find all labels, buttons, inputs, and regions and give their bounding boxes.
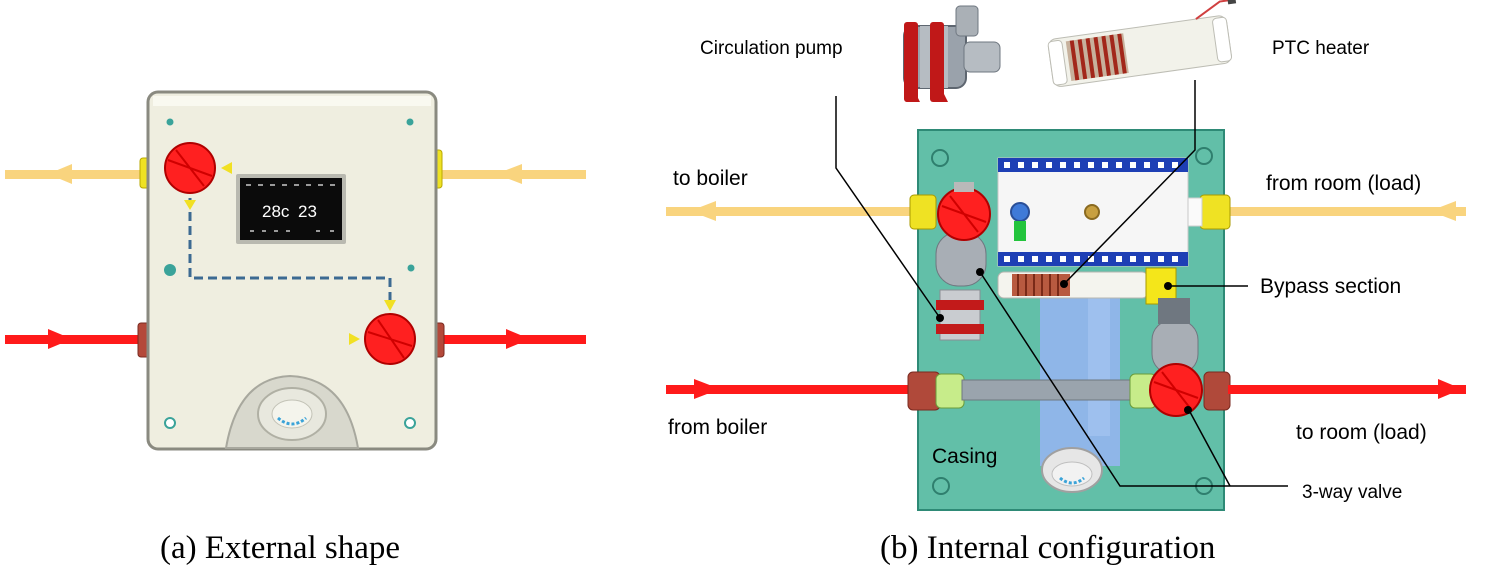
supply-pipe-right bbox=[431, 322, 586, 358]
label-three-way-valve: 3-way valve bbox=[1302, 482, 1402, 503]
label-to-room: to room (load) bbox=[1296, 421, 1427, 444]
label-from-boiler: from boiler bbox=[668, 416, 767, 439]
controller-board bbox=[997, 157, 1189, 267]
three-way-valve-installed bbox=[1149, 298, 1203, 417]
panel-a-external-shape: 28c 23 (a) External shape bbox=[5, 90, 586, 566]
ptc-heater-component bbox=[1047, 0, 1237, 87]
control-display: 28c 23 bbox=[236, 174, 346, 244]
circulation-pump-installed bbox=[935, 182, 991, 341]
casing-label: Casing bbox=[932, 445, 997, 468]
circulation-pump-component bbox=[903, 5, 1001, 102]
supply-pipe-from-boiler bbox=[666, 371, 965, 411]
bottom-handle bbox=[224, 374, 360, 449]
leader-lines bbox=[835, 80, 1288, 487]
supply-pipe-left bbox=[5, 322, 151, 358]
return-pipe-left bbox=[5, 157, 151, 189]
label-ptc-heater: PTC heater bbox=[1272, 38, 1370, 59]
label-bypass-section: Bypass section bbox=[1260, 275, 1401, 298]
caption-a: (a) External shape bbox=[160, 530, 400, 566]
display-temp-right: 23 bbox=[298, 202, 317, 221]
valve-top-left bbox=[164, 142, 232, 210]
return-pipe-to-boiler bbox=[666, 194, 937, 230]
label-circulation-pump: Circulation pump bbox=[700, 38, 843, 59]
return-pipe-from-room bbox=[1183, 194, 1466, 230]
leader-dots bbox=[936, 268, 1192, 414]
label-from-room: from room (load) bbox=[1266, 172, 1421, 195]
display-temp-left: 28c bbox=[262, 202, 290, 221]
return-pipe-right bbox=[431, 149, 586, 189]
supply-pipe-to-room bbox=[1129, 371, 1466, 411]
mounting-holes bbox=[164, 118, 416, 429]
valve-bottom-right bbox=[349, 300, 416, 365]
panel-b-internal-configuration: Casing bbox=[666, 0, 1466, 566]
label-to-boiler: to boiler bbox=[673, 167, 748, 190]
caption-b: (b) Internal configuration bbox=[880, 530, 1215, 566]
casing-handle bbox=[1041, 447, 1103, 493]
